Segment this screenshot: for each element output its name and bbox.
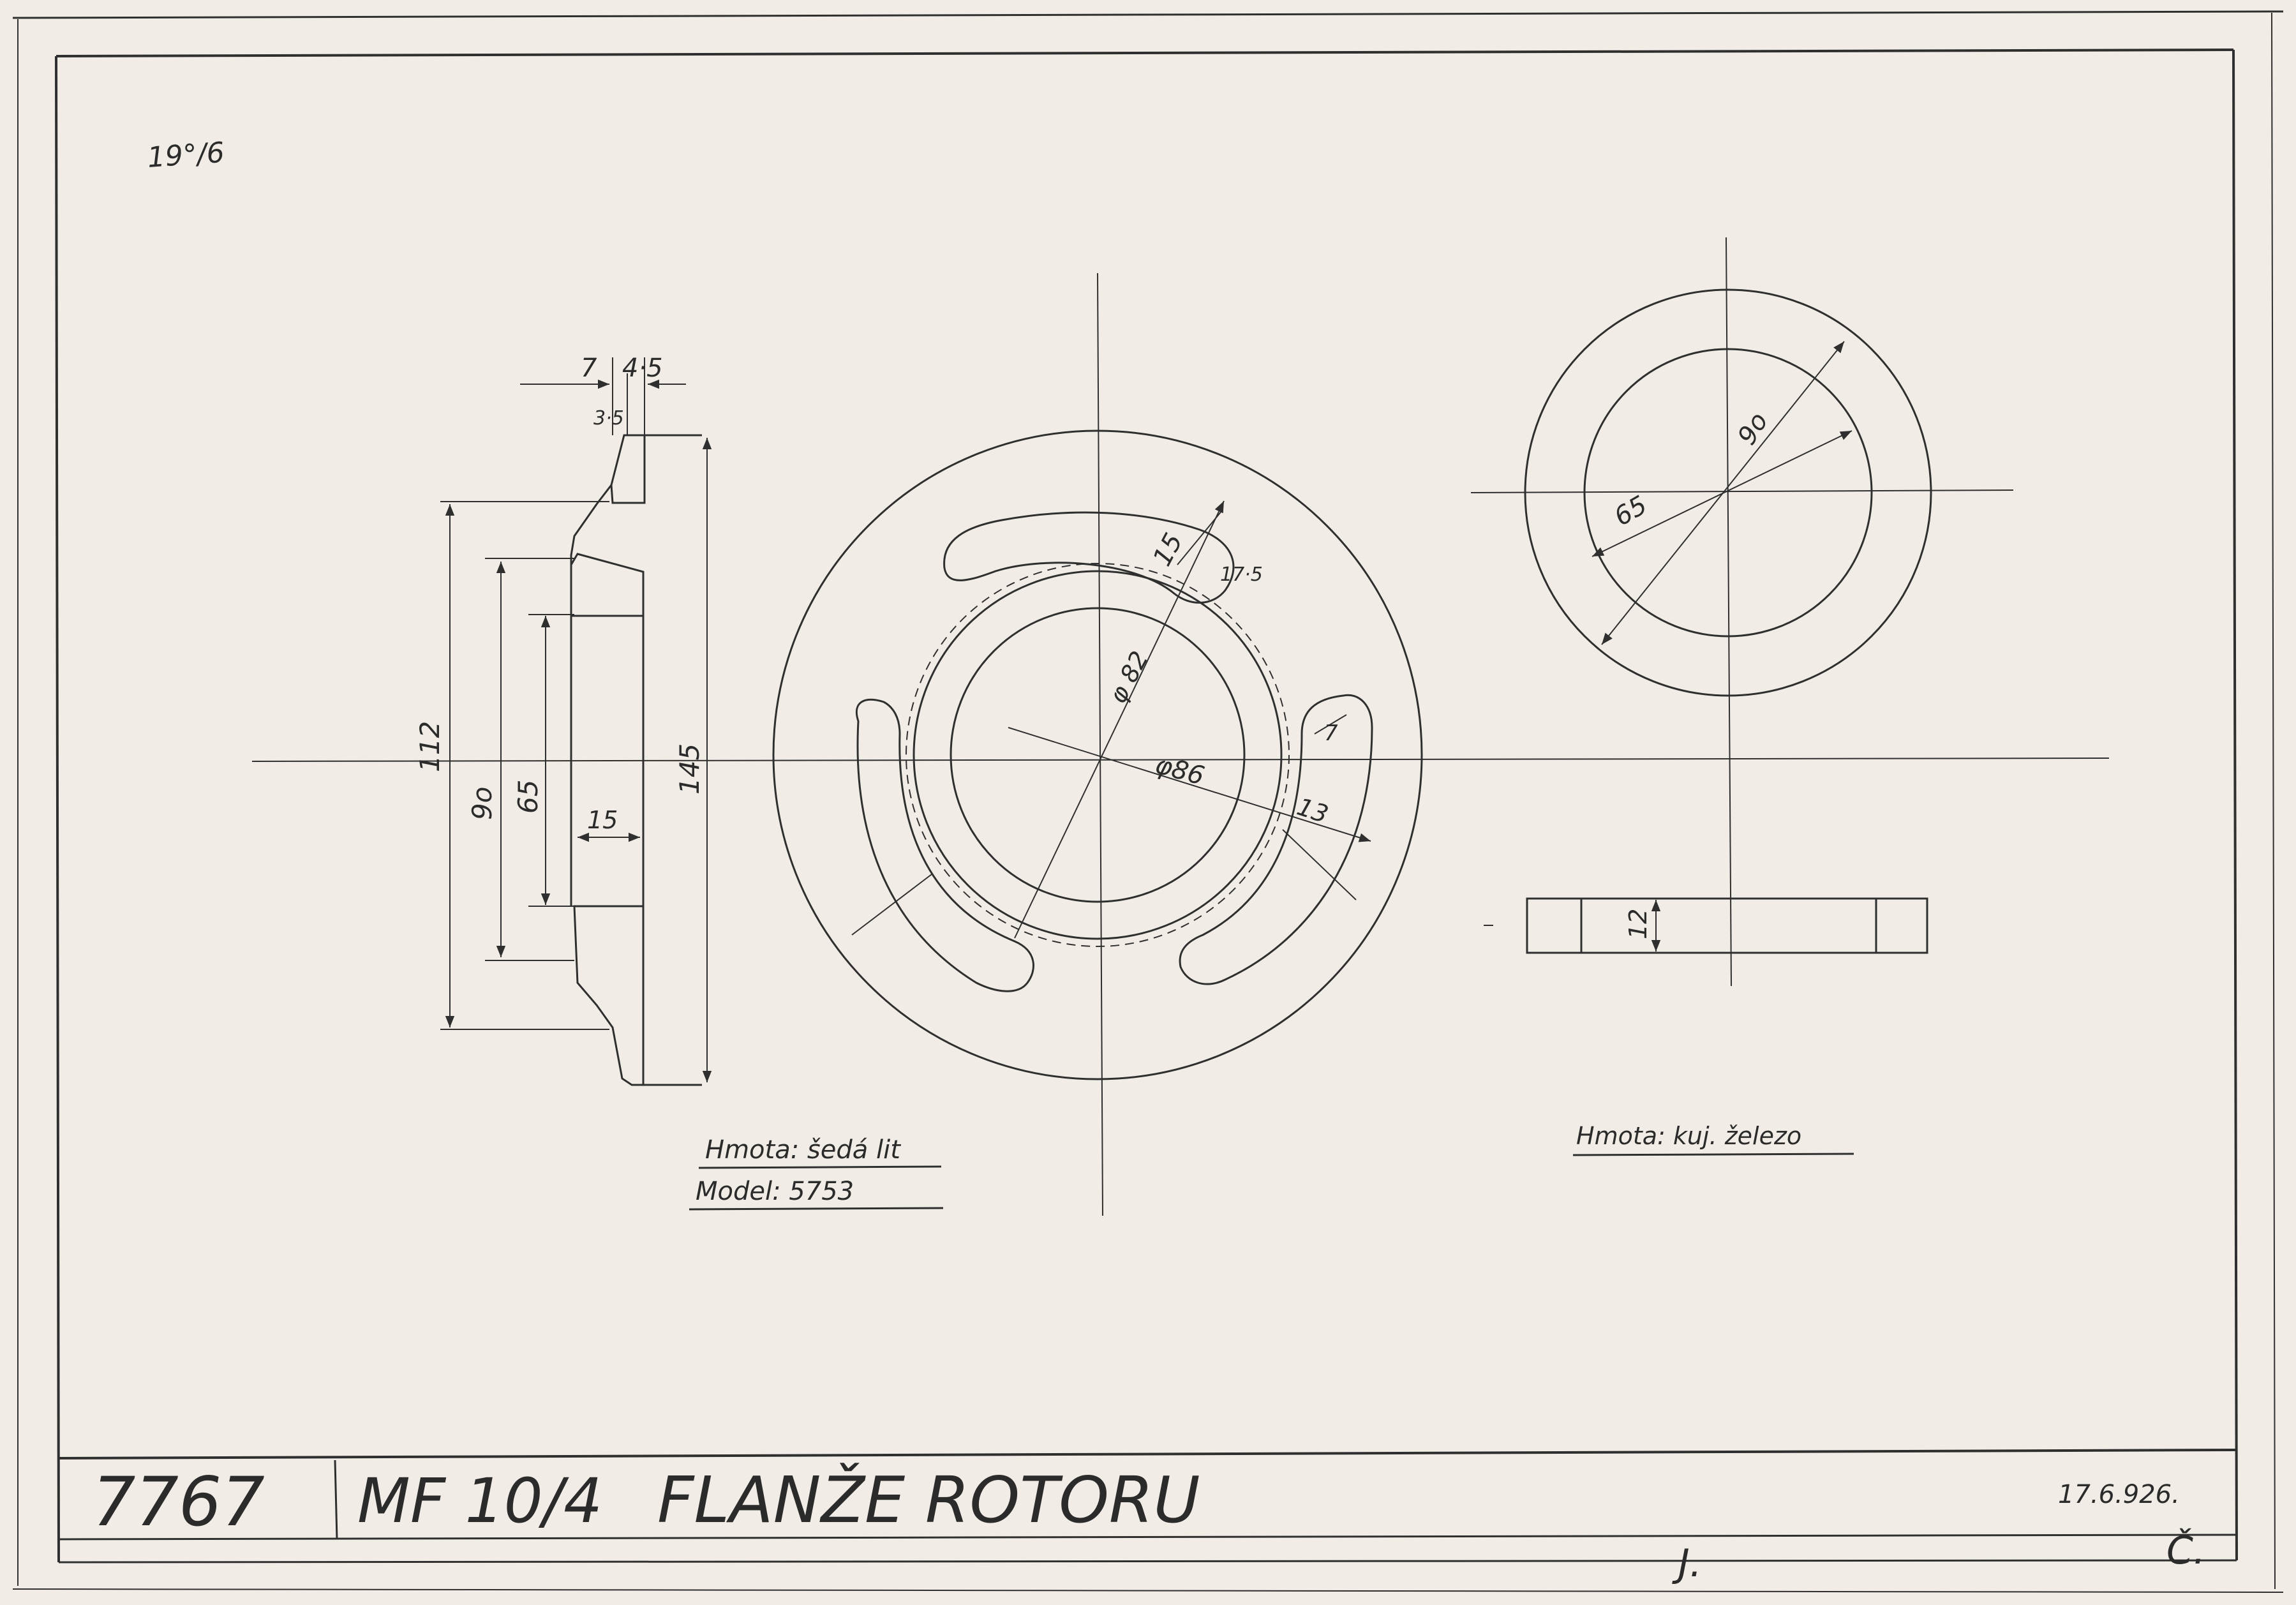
drawing-frame xyxy=(12,10,2284,1593)
dim-3-5: 3·5 xyxy=(593,407,624,429)
dim-7: 7 xyxy=(581,354,597,383)
dim-phi-82: φ 82 xyxy=(1103,646,1154,708)
dim-phi-86: φ86 xyxy=(1152,750,1207,791)
title-block: 7767 MF 10/4 FLANŽE ROTORU 17.6.926. J. … xyxy=(58,1449,2236,1586)
dim-15-front: 15 xyxy=(1147,528,1189,571)
dim-65-ring: 65 xyxy=(1609,490,1652,532)
dim-17-5: 17·5 xyxy=(1220,564,1263,586)
dim-13: 13 xyxy=(1293,793,1332,829)
model-label: Model: 5753 xyxy=(696,1177,854,1206)
dim-12-ring: 12 xyxy=(1624,909,1652,939)
ring-section-right xyxy=(1875,897,1928,954)
signature-1: J. xyxy=(1672,1541,1702,1586)
upper-hatched-section-2 xyxy=(570,553,645,617)
drawing-title: FLANŽE ROTORU xyxy=(657,1463,1200,1537)
ring-view: 9o 65 12 Hmota: kuj. železo xyxy=(1470,237,2014,1156)
slot-top xyxy=(943,511,1235,604)
drawing-model: MF 10/4 xyxy=(357,1465,602,1537)
dim-112: 112 xyxy=(414,721,445,772)
dim-15-side: 15 xyxy=(587,806,618,834)
material-label-ring: Hmota: kuj. železo xyxy=(1576,1122,1801,1150)
slot-left xyxy=(855,698,1035,992)
upper-hatched-section xyxy=(610,434,646,504)
dim-65: 65 xyxy=(512,780,544,814)
drawing-date: 17.6.926. xyxy=(2058,1480,2180,1509)
lower-hatched-section xyxy=(573,905,645,1086)
dim-90: 9o xyxy=(466,787,498,820)
material-label-side: Hmota: šedá lit xyxy=(705,1135,901,1165)
signature-2: Č. xyxy=(2166,1528,2205,1573)
front-view: 15 17·5 φ 82 φ86 13 7 xyxy=(772,272,1423,1216)
ring-section-left xyxy=(1526,897,1583,954)
corner-note: 19°/6 xyxy=(146,137,225,174)
dim-4-5: 4·5 xyxy=(622,354,663,383)
drawing-number: 7767 xyxy=(93,1463,265,1541)
dim-90-ring: 9o xyxy=(1732,408,1773,451)
dim-7-front: 7 xyxy=(1324,720,1338,746)
side-section-view: 7 4·5 3·5 112 9o 65 145 15 Hmota: šedá l… xyxy=(251,354,2110,1211)
dim-145: 145 xyxy=(674,743,705,795)
slot-right xyxy=(1179,694,1373,985)
